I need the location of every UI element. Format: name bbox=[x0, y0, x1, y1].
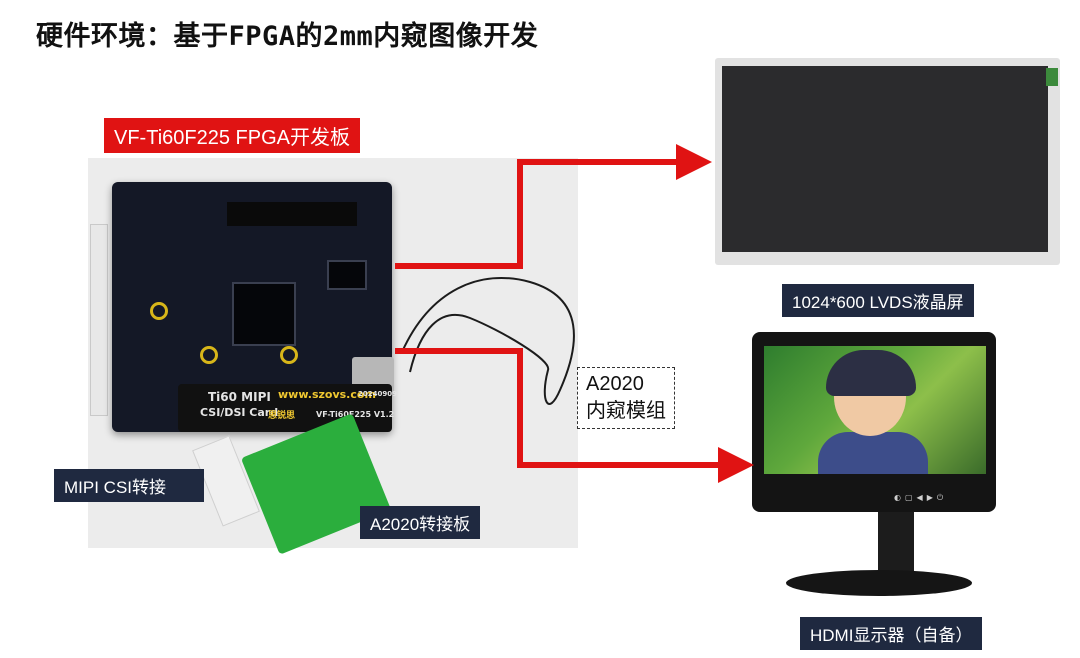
pin-header bbox=[227, 202, 357, 226]
date-label: 20240909 bbox=[358, 390, 397, 398]
ti60-label-line1: Ti60 MIPI bbox=[208, 390, 271, 404]
lcd-label: 1024*600 LVDS液晶屏 bbox=[782, 284, 974, 317]
page-title: 硬件环境：基于FPGA的2mm内窥图像开发 bbox=[36, 21, 539, 52]
monitor-base bbox=[786, 570, 972, 596]
cable-wire bbox=[401, 276, 575, 405]
side-connector bbox=[90, 224, 108, 416]
mipi-csi-label: MIPI CSI转接 bbox=[54, 469, 204, 502]
fpga-chip bbox=[232, 282, 296, 346]
module-label-line1: A2020 bbox=[586, 373, 644, 395]
hdmi-monitor-label: HDMI显示器（自备） bbox=[800, 617, 983, 650]
mounting-hole bbox=[280, 346, 298, 364]
adapter-board-label: A2020转接板 bbox=[360, 506, 481, 539]
lcd-fpc-connector bbox=[1046, 68, 1058, 86]
lcd-screen bbox=[722, 66, 1048, 252]
mounting-hole bbox=[150, 302, 168, 320]
monitor-stand bbox=[878, 512, 914, 578]
logo-chip bbox=[327, 260, 367, 290]
ti60-label-line2: CSI/DSI Card bbox=[200, 406, 279, 419]
monitor-screen-image bbox=[764, 346, 986, 474]
brand-label: 思锐思 bbox=[268, 411, 296, 421]
arrow-to-monitor bbox=[395, 348, 754, 483]
mounting-hole bbox=[200, 346, 218, 364]
model-label: VF-Ti60F225 V1.2 bbox=[316, 410, 395, 419]
module-label-line2: 内窥模组 bbox=[586, 400, 666, 422]
website-label: www.szovs.com bbox=[278, 388, 376, 401]
fpga-board-label: VF-Ti60F225 FPGA开发板 bbox=[104, 118, 360, 153]
arrow-to-lcd bbox=[395, 144, 712, 269]
mipi-csi-card: Ti60 MIPI CSI/DSI Card www.szovs.com 202… bbox=[178, 384, 397, 432]
a2020-module-label: A2020 内窥模组 bbox=[577, 367, 675, 429]
monitor-buttons-icon: ◐▢◀▶⏻ bbox=[894, 493, 948, 502]
